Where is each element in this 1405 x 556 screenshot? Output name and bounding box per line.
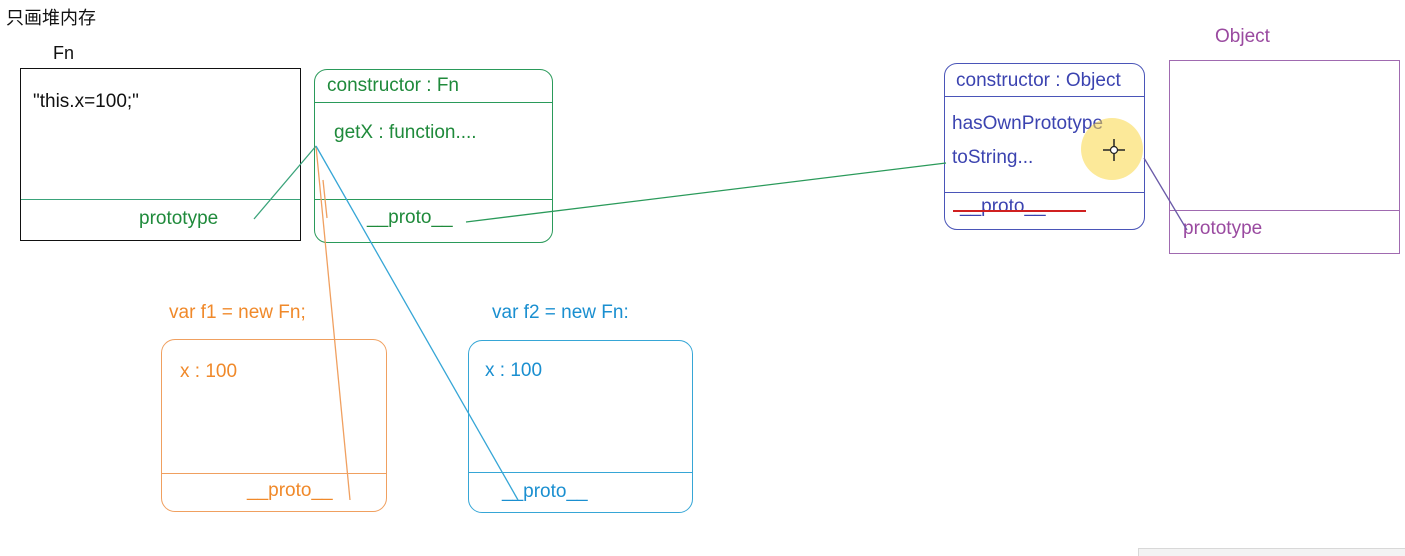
- f1-proto: __proto__: [247, 480, 333, 501]
- f2-divider: [469, 472, 692, 473]
- fn-prototype-method: getX : function....: [334, 122, 477, 143]
- fn-prototype-link: [253, 145, 317, 220]
- f2-proto: __proto__: [502, 481, 588, 502]
- object-prototype-label: prototype: [1183, 218, 1263, 239]
- object-prototype-header-divider: [945, 96, 1144, 97]
- fn-function-code: "this.x=100;": [33, 91, 139, 112]
- fn-function-box: "this.x=100;" prototype: [20, 68, 301, 241]
- window-edge: [1138, 548, 1405, 556]
- crosshair-cursor-icon: [1103, 139, 1125, 161]
- object-prototype-constructor: constructor : Object: [956, 70, 1121, 91]
- object-prototype-method-tostring: toString...: [952, 147, 1034, 168]
- f2-proto-link: [315, 145, 519, 501]
- f1-declaration: var f1 = new Fn;: [169, 302, 306, 323]
- f1-property: x : 100: [180, 361, 238, 382]
- f1-instance-box: x : 100 __proto__: [161, 339, 387, 512]
- fn-function-title: Fn: [53, 43, 75, 63]
- object-prototype-box: constructor : Object hasOwnPrototype toS…: [944, 63, 1145, 230]
- fn-prototype-footer-divider: [315, 199, 552, 200]
- heading: 只画堆内存: [6, 8, 96, 28]
- f1-proto-link-start: [322, 179, 328, 219]
- fn-function-divider: [21, 199, 300, 200]
- object-function-divider: [1170, 210, 1399, 211]
- fn-prototype-constructor: constructor : Fn: [327, 75, 459, 96]
- fn-prototype-header-divider: [315, 102, 552, 103]
- object-function-box: prototype: [1169, 60, 1400, 254]
- f2-instance-box: x : 100 __proto__: [468, 340, 693, 513]
- f1-proto-link: [315, 145, 351, 501]
- fn-prototype-label: prototype: [139, 208, 219, 229]
- f1-divider: [162, 473, 386, 474]
- fn-prototype-object-box: constructor : Fn getX : function.... __p…: [314, 69, 553, 243]
- proto-strikethrough: [953, 210, 1086, 212]
- f2-declaration: var f2 = new Fn:: [492, 302, 629, 323]
- object-prototype-footer-divider: [945, 192, 1144, 193]
- object-prototype-link: [1143, 157, 1188, 231]
- object-function-title: Object: [1215, 26, 1270, 47]
- object-prototype-method-hasown: hasOwnPrototype: [952, 113, 1104, 134]
- fn-prototype-proto: __proto__: [367, 207, 453, 228]
- f2-property: x : 100: [485, 360, 543, 381]
- fn-proto-to-object-prototype-link: [465, 162, 947, 223]
